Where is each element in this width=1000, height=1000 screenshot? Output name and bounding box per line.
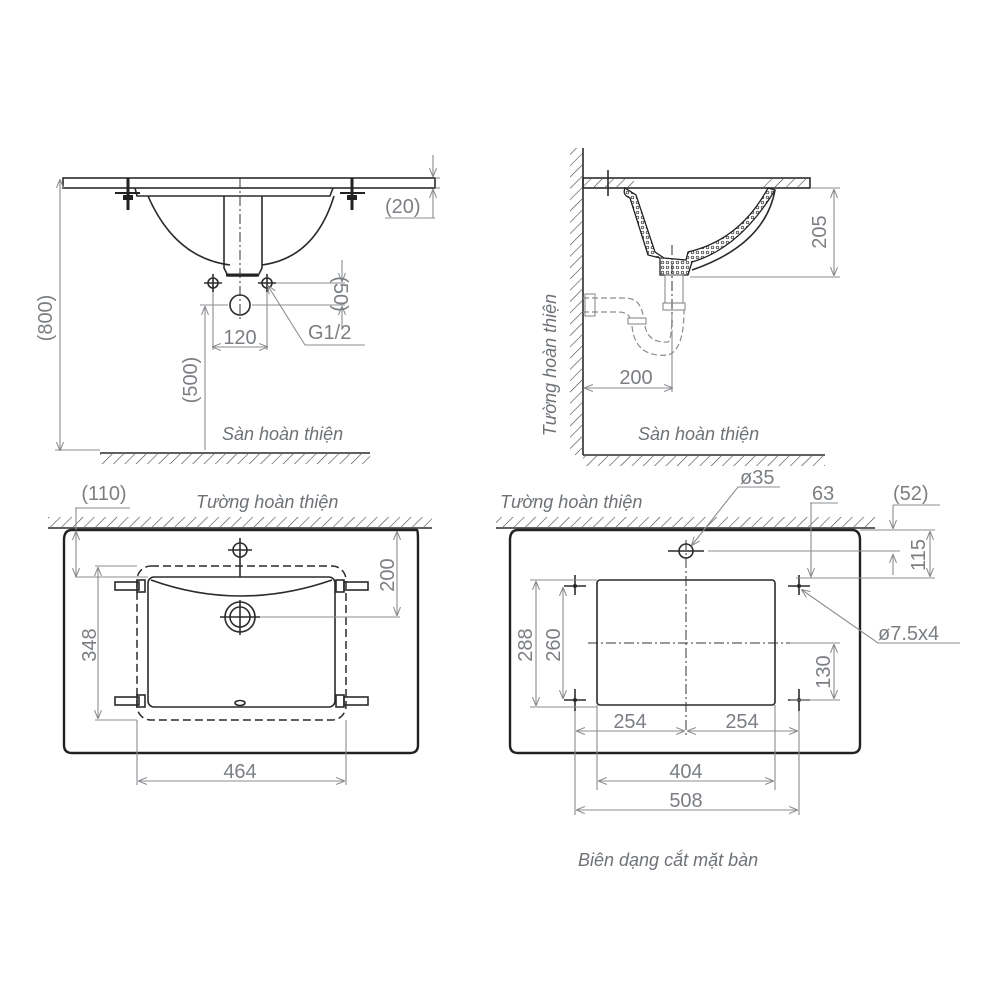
dim-clip-offset: 63 [812,483,834,505]
clip-icon [114,694,146,708]
dim-faucet-from-edge: 115 [908,539,930,571]
clip-icon [335,579,369,593]
dim-clip-spacing-h: 508 [669,790,702,812]
dim-supply-spacing: 120 [223,327,256,349]
cutout-caption: Biên dạng cắt mặt bàn [578,850,758,870]
dim-half-width-right: 254 [725,711,758,733]
dim-half-depth: 130 [813,655,835,688]
dim-height-total: (800) [35,295,57,342]
clamp-left-icon [115,178,140,210]
floor-label: Sàn hoàn thiện [638,424,759,444]
dim-cutout-width: 404 [669,761,702,783]
side-view: 205 200 Tường hoàn thiện Sàn hoàn thiện [540,148,840,466]
dim-counter-thickness: (20) [385,196,421,218]
dim-bowl-width: 464 [223,761,256,783]
dim-wall-offset: (110) [81,483,126,505]
thread-spec: G1/2 [308,322,351,344]
wall-label: Tường hoàn thiện [540,294,560,436]
dim-clip-spacing-v: 288 [515,628,537,661]
top-view: (110) 348 200 464 Tường hoàn thiện [48,483,432,785]
clip-icon [335,694,369,708]
front-view: (800) (500) 120 (50) G1/2 (20) Sàn hoàn … [35,155,440,464]
dim-bowl-depth: 205 [809,215,831,248]
dim-wall-to-drain: 200 [619,367,652,389]
dim-supply-offset: (50) [329,276,351,312]
dim-half-width-left: 254 [613,711,646,733]
dim-drain-height: (500) [180,357,202,404]
dim-bowl-depth: 348 [79,628,101,661]
dim-faucet-hole: ø35 [740,467,774,489]
clip-hole-icon [564,689,586,711]
floor-label: Sàn hoàn thiện [222,424,343,444]
dim-clip-holes: ø7.5x4 [878,623,939,645]
clamp-right-icon [340,178,365,210]
cutout-view: ø35 63 (52) 115 ø7.5x4 288 260 130 254 2… [496,467,960,870]
clip-hole-icon [564,575,586,595]
dim-cutout-depth: 260 [543,628,565,661]
dim-faucet-to-drain: 200 [377,558,399,591]
wall-label: Tường hoàn thiện [196,492,338,512]
clip-icon [114,579,146,593]
dim-wall-gap: (52) [893,483,929,505]
wall-label: Tường hoàn thiện [500,492,642,512]
